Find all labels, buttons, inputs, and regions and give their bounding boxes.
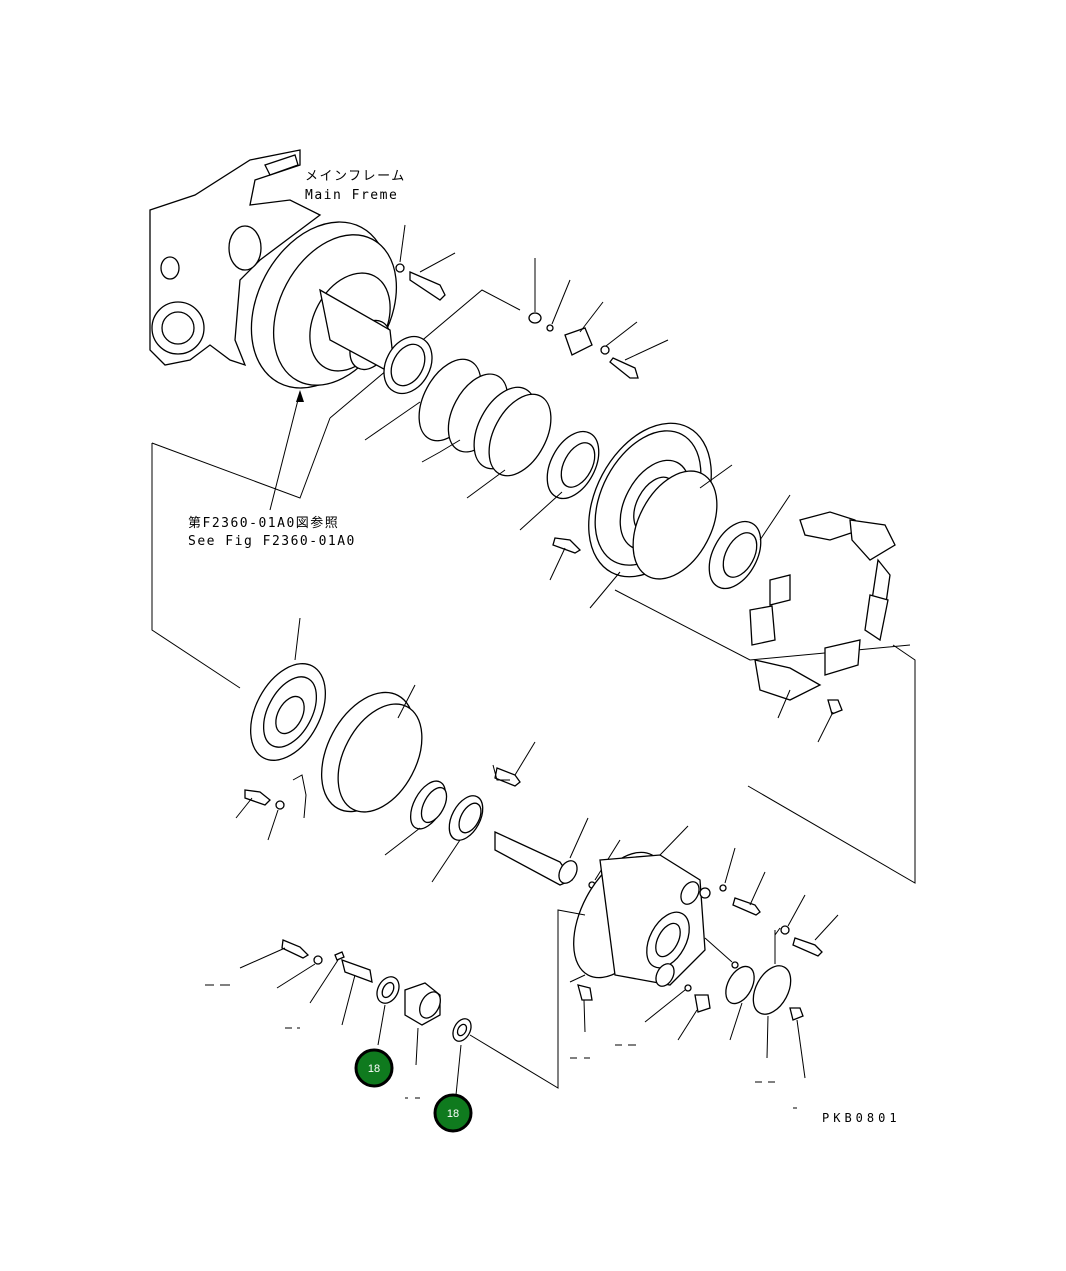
planet-carrier-parts bbox=[384, 741, 536, 883]
sprocket-hub bbox=[588, 422, 911, 661]
bolt-top bbox=[395, 224, 456, 301]
bearing-seal-rings bbox=[364, 335, 552, 499]
drawing-code-label: PKB0801 bbox=[822, 1111, 901, 1125]
see-fig-label-en: See Fig F2360-01A0 bbox=[188, 534, 356, 549]
leader-main bbox=[329, 289, 521, 419]
hub-bolt bbox=[549, 537, 582, 581]
carrier-plate bbox=[250, 617, 326, 761]
cover-plugs bbox=[569, 930, 806, 1079]
leader-right-bracket bbox=[747, 644, 916, 884]
ring-gear bbox=[320, 684, 423, 813]
final-drive-housing-drawing bbox=[250, 221, 398, 389]
sprocket-segments bbox=[749, 511, 896, 743]
drum-hub bbox=[573, 825, 711, 987]
drum-bolts bbox=[719, 847, 839, 957]
main-frame-label-en: Main Freme bbox=[305, 188, 398, 203]
dash-marks bbox=[205, 984, 797, 1109]
leader-left-bracket bbox=[151, 443, 241, 689]
bottom-left-parts bbox=[239, 909, 586, 1096]
callout-text: 18 bbox=[368, 1063, 380, 1075]
pinion-shaft bbox=[494, 817, 621, 889]
see-fig-arrow bbox=[269, 390, 304, 511]
carrier-bolt bbox=[235, 774, 307, 841]
see-fig-label-jp: 第F2360-01A0図参照 bbox=[188, 515, 339, 531]
part-callout-18-b[interactable]: 18 bbox=[433, 1093, 473, 1133]
part-callout-18-a[interactable]: 18 bbox=[354, 1048, 394, 1088]
main-frame-label-jp: メインフレーム bbox=[305, 169, 406, 184]
leader-left-bracket-top bbox=[151, 417, 331, 499]
main-frame-drawing bbox=[149, 149, 322, 367]
bearing-2 bbox=[708, 494, 791, 590]
callout-text: 18 bbox=[447, 1108, 459, 1120]
tapered-bearing bbox=[519, 430, 600, 531]
small-parts-top bbox=[528, 258, 669, 379]
